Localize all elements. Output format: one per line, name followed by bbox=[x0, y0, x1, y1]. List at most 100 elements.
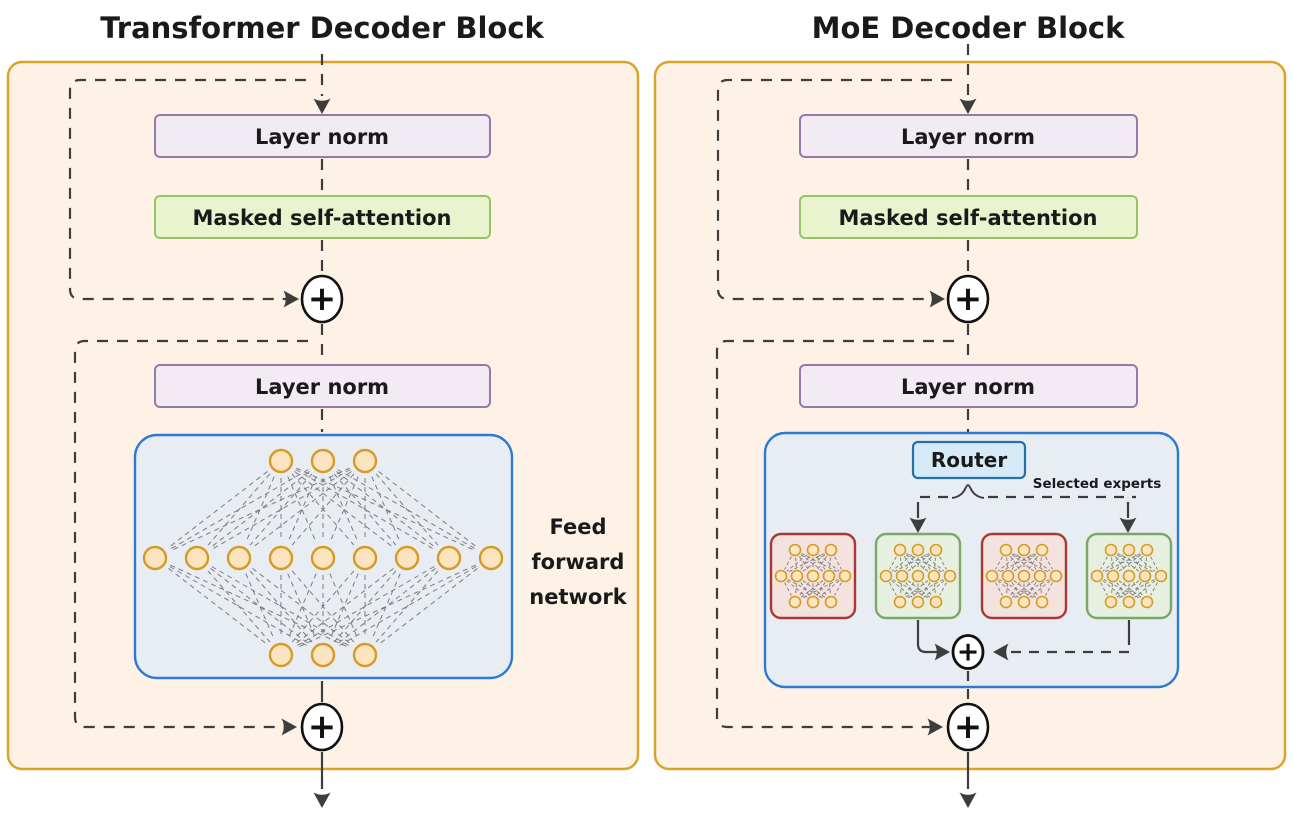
network-node bbox=[806, 569, 820, 583]
ffn-label-line-2: forward bbox=[532, 550, 625, 574]
network-edge bbox=[1116, 582, 1126, 596]
network-node bbox=[1049, 569, 1063, 583]
network-edge bbox=[207, 570, 271, 643]
network-edge bbox=[923, 554, 945, 572]
network-edge bbox=[891, 580, 913, 598]
network-node bbox=[1122, 569, 1136, 583]
network-node bbox=[806, 543, 820, 557]
network-edge bbox=[800, 582, 810, 596]
network-edge bbox=[1114, 581, 1126, 597]
network-edge bbox=[1011, 556, 1021, 570]
network-edge bbox=[1011, 582, 1021, 596]
network-node bbox=[310, 448, 336, 474]
network-node bbox=[893, 543, 907, 557]
network-node bbox=[1154, 569, 1168, 583]
layer-norm-box-2 bbox=[154, 364, 491, 408]
network-edge bbox=[998, 579, 1036, 599]
network-edge bbox=[1102, 580, 1124, 598]
layer-norm-label-2: Layer norm bbox=[901, 375, 1035, 399]
network-edge bbox=[378, 568, 478, 645]
network-edge bbox=[1029, 554, 1051, 572]
network-edge bbox=[336, 471, 436, 548]
network-edge bbox=[1012, 553, 1050, 573]
network-node bbox=[1122, 543, 1136, 557]
network-edge bbox=[296, 564, 476, 649]
network-edge bbox=[249, 473, 313, 546]
skip-connection-1 bbox=[716, 78, 952, 301]
network-edge bbox=[1111, 557, 1113, 569]
network-node bbox=[788, 595, 802, 609]
network-edge bbox=[801, 579, 839, 599]
masked-attention-box bbox=[799, 195, 1138, 239]
network-edge bbox=[287, 476, 317, 543]
network-edge bbox=[906, 579, 944, 599]
network-node bbox=[310, 642, 336, 668]
network-edge bbox=[889, 556, 897, 570]
network-edge bbox=[252, 471, 352, 548]
network-edge bbox=[207, 473, 271, 546]
network-edge bbox=[1013, 554, 1037, 572]
network-edge bbox=[798, 555, 810, 571]
plus-symbol: + bbox=[954, 279, 983, 319]
network-edge bbox=[287, 476, 317, 543]
network-edge bbox=[787, 579, 825, 599]
network-edge bbox=[795, 557, 797, 569]
network-node bbox=[943, 569, 957, 583]
network-edge bbox=[333, 570, 397, 643]
network-edge bbox=[905, 582, 915, 596]
masked-attention-label: Masked self-attention bbox=[192, 206, 451, 230]
network-node bbox=[824, 595, 838, 609]
residual-add-circle-2 bbox=[946, 702, 990, 752]
network-edge bbox=[934, 557, 936, 569]
network-edge bbox=[329, 476, 359, 543]
network-edge bbox=[891, 554, 913, 572]
network-edge bbox=[252, 568, 352, 645]
network-node bbox=[838, 569, 852, 583]
network-edge bbox=[1027, 555, 1039, 571]
network-edge bbox=[801, 553, 839, 573]
network-edge bbox=[905, 556, 915, 570]
residual-add-circle-2 bbox=[300, 702, 344, 752]
plus-symbol: + bbox=[957, 637, 980, 668]
network-node bbox=[911, 569, 925, 583]
layer-norm-box-1 bbox=[154, 114, 491, 158]
network-edge bbox=[800, 580, 824, 598]
network-edge bbox=[296, 467, 476, 552]
residual-add-circle-1 bbox=[946, 274, 990, 324]
network-edge bbox=[787, 553, 825, 573]
network-node bbox=[911, 543, 925, 557]
network-edge bbox=[329, 573, 359, 640]
network-edge bbox=[1134, 580, 1156, 598]
ffn-label-line-1: Feed bbox=[549, 515, 606, 539]
selected-experts-label: Selected experts bbox=[1033, 476, 1161, 492]
network-edge bbox=[1011, 580, 1035, 598]
network-edge bbox=[294, 471, 394, 548]
network-edge bbox=[1150, 582, 1158, 596]
network-edge bbox=[903, 555, 915, 571]
network-edge bbox=[900, 583, 902, 595]
network-edge bbox=[906, 553, 944, 573]
network-edge bbox=[800, 556, 810, 570]
network-edge bbox=[210, 568, 310, 645]
network-node bbox=[790, 569, 804, 583]
network-node bbox=[268, 642, 294, 668]
network-node bbox=[184, 545, 210, 571]
network-node bbox=[999, 543, 1013, 557]
router-box bbox=[911, 440, 1027, 480]
network-edge bbox=[829, 583, 831, 595]
network-edge bbox=[1006, 583, 1008, 595]
network-edge bbox=[800, 554, 824, 572]
arrow-down-icon bbox=[959, 792, 977, 808]
network-node bbox=[985, 569, 999, 583]
network-edge bbox=[1100, 582, 1108, 596]
layer-norm-box-2 bbox=[799, 364, 1138, 408]
network-edge bbox=[816, 555, 828, 571]
network-edge bbox=[907, 580, 931, 598]
network-node bbox=[927, 569, 941, 583]
network-edge bbox=[784, 582, 792, 596]
network-edge bbox=[287, 573, 317, 640]
network-edge bbox=[900, 557, 902, 569]
network-node bbox=[879, 569, 893, 583]
network-node bbox=[822, 569, 836, 583]
network-edge bbox=[1132, 556, 1142, 570]
